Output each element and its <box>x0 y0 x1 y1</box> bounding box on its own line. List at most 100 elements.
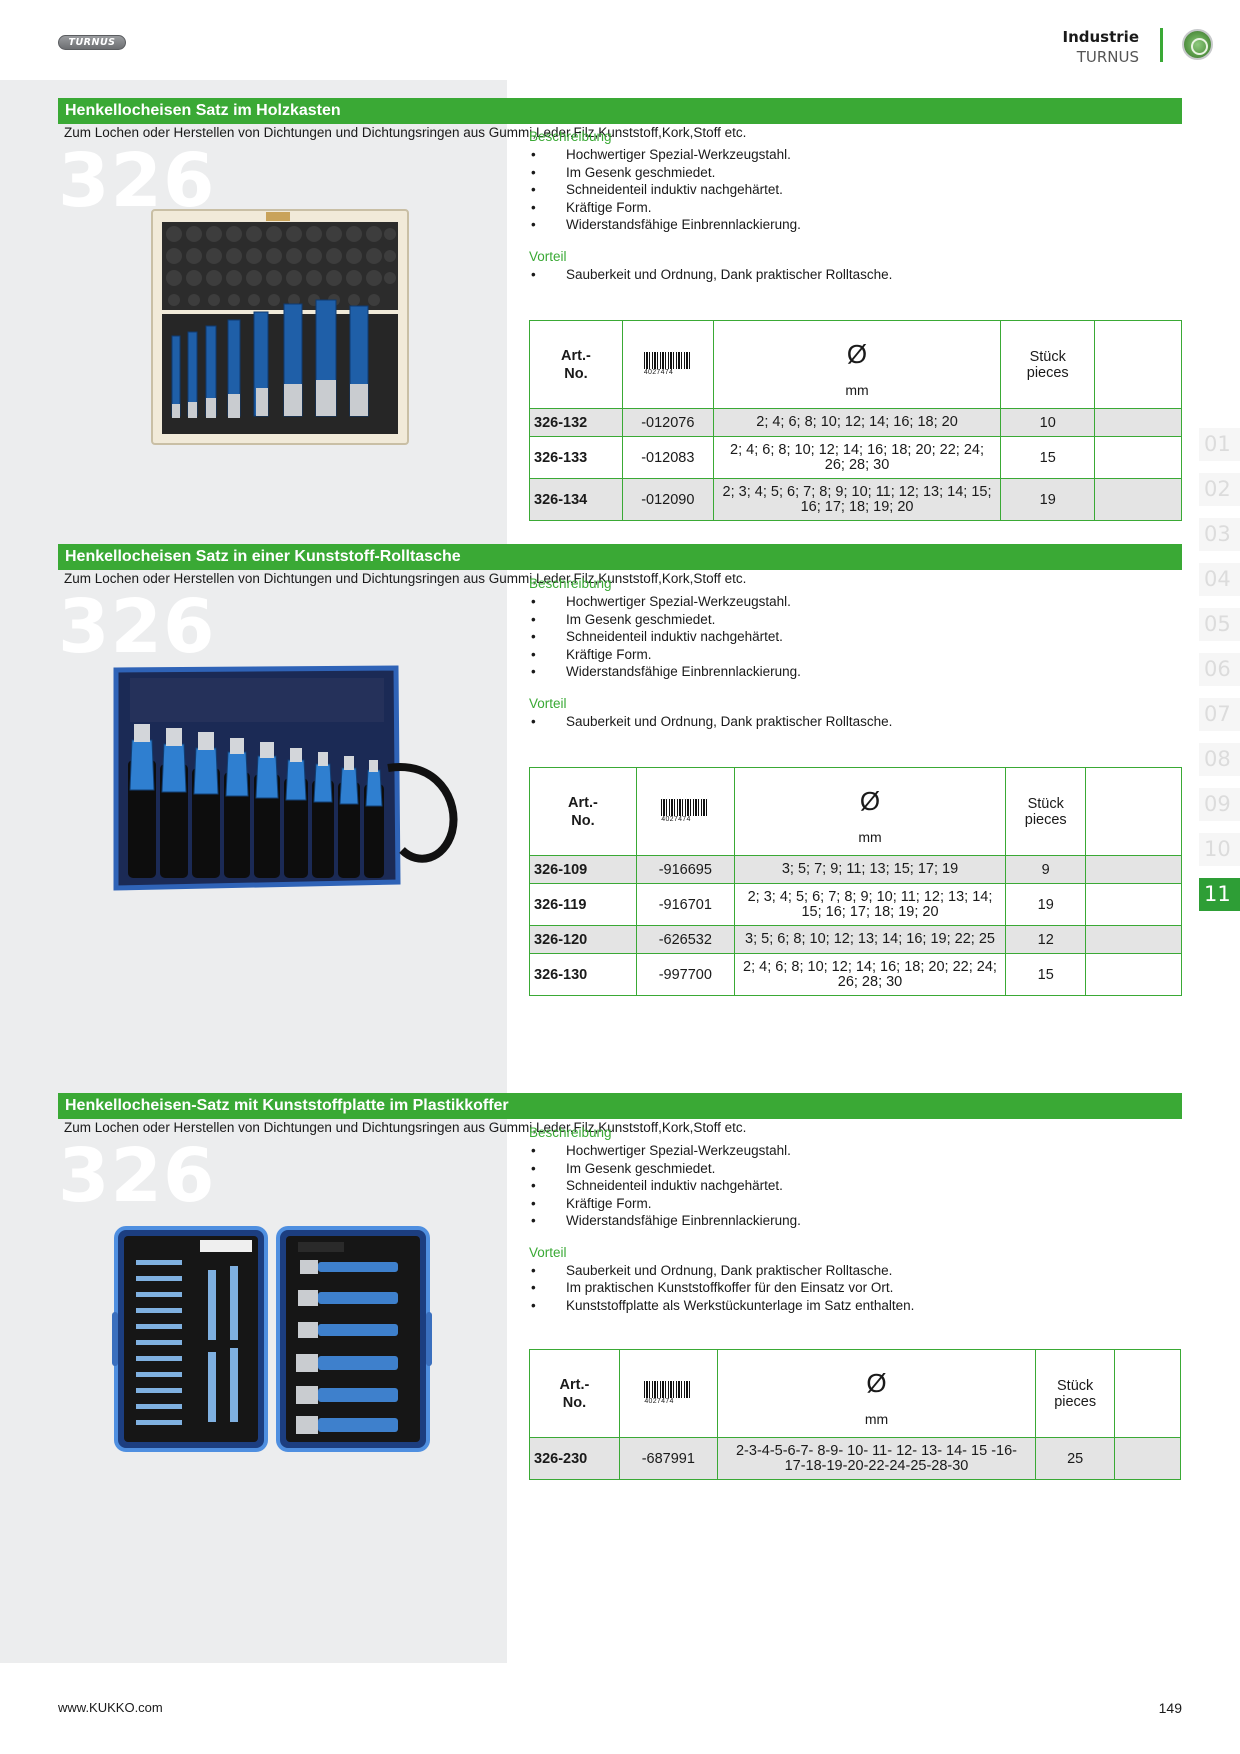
list-item: Sauberkeit und Ordnung, Dank praktischer… <box>529 1262 1129 1280</box>
list-item: Kräftige Form. <box>529 646 1129 664</box>
section-description: Zum Lochen oder Herstellen von Dichtunge… <box>64 125 747 140</box>
barcode-icon: 4027474 <box>643 351 692 376</box>
side-tab-11[interactable]: 11 <box>1199 878 1240 911</box>
list-item: Kräftige Form. <box>529 1195 1129 1213</box>
diameter-icon: Ø <box>846 339 868 369</box>
table-row: 326-133-012083 2; 4; 6; 8; 10; 12; 14; 1… <box>529 436 1182 479</box>
turnus-logo: TURNUS <box>58 35 126 50</box>
series-number: 326 <box>58 1133 216 1219</box>
side-tab-05[interactable]: 05 <box>1199 608 1240 641</box>
table-row: 326-119-916701 2; 3; 4; 5; 6; 7; 8; 9; 1… <box>529 883 1182 926</box>
table-row: 326-130-997700 2; 4; 6; 8; 10; 12; 14; 1… <box>529 953 1182 996</box>
beschreibung-label: Beschreibung <box>529 129 612 144</box>
header-empty <box>1114 1349 1181 1438</box>
side-tab-08[interactable]: 08 <box>1199 743 1240 776</box>
header-barcode: 4027474 <box>621 320 714 409</box>
footer-url[interactable]: www.KUKKO.com <box>58 1700 163 1715</box>
series-number: 326 <box>58 138 216 224</box>
list-item: Schneidenteil induktiv nachgehärtet. <box>529 1177 1129 1195</box>
side-tab-01[interactable]: 01 <box>1199 428 1240 461</box>
list-item: Im praktischen Kunststoffkoffer für den … <box>529 1279 1129 1297</box>
series-number: 326 <box>58 584 216 670</box>
header-barcode: 4027474 <box>618 1349 718 1438</box>
header-barcode: 4027474 <box>635 767 735 856</box>
header-divider <box>1160 28 1163 62</box>
vorteil-list: Sauberkeit und Ordnung, Dank praktischer… <box>529 713 1129 731</box>
list-item: Widerstandsfähige Einbrennlackierung. <box>529 663 1129 681</box>
header-brand: TURNUS <box>1076 48 1139 66</box>
info-block-1: Beschreibung Hochwertiger Spezial-Werkze… <box>529 128 1129 283</box>
barcode-icon: 4027474 <box>661 798 710 823</box>
diameter-icon: Ø <box>866 1368 887 1398</box>
list-item: Hochwertiger Spezial-Werkzeugstahl. <box>529 1142 1129 1160</box>
vorteil-label: Vorteil <box>529 1244 567 1260</box>
table-row: 326-230-687991 2-3-4-5-6-7- 8-9- 10- 11-… <box>529 1437 1181 1480</box>
wooden-case-product-image <box>151 209 409 445</box>
side-tab-09[interactable]: 09 <box>1199 788 1240 821</box>
side-tab-06[interactable]: 06 <box>1199 653 1240 686</box>
vorteil-label: Vorteil <box>529 248 567 264</box>
table-row: 326-109-916695 3; 5; 7; 9; 11; 13; 15; 1… <box>529 855 1182 884</box>
list-item: Schneidenteil induktiv nachgehärtet. <box>529 628 1129 646</box>
list-item: Hochwertiger Spezial-Werkzeugstahl. <box>529 593 1129 611</box>
page-number: 149 <box>1158 1700 1182 1716</box>
table-row: 326-132-012076 2; 4; 6; 8; 10; 12; 14; 1… <box>529 408 1182 437</box>
header-art-no: Art.-No. <box>529 320 623 409</box>
section-description: Zum Lochen oder Herstellen von Dichtunge… <box>64 571 747 586</box>
info-block-2: Beschreibung Hochwertiger Spezial-Werkze… <box>529 575 1129 730</box>
list-item: Widerstandsfähige Einbrennlackierung. <box>529 1212 1129 1230</box>
roll-bag-product-image <box>113 665 458 891</box>
section-description: Zum Lochen oder Herstellen von Dichtunge… <box>64 1120 747 1135</box>
section-title: Henkellocheisen Satz im Holzkasten <box>58 98 1182 124</box>
header-empty <box>1085 767 1182 856</box>
list-item: Schneidenteil induktiv nachgehärtet. <box>529 181 1129 199</box>
header-empty <box>1094 320 1182 409</box>
plastic-case-product-image <box>112 1226 432 1452</box>
beschreibung-list: Hochwertiger Spezial-Werkzeugstahl. Im G… <box>529 593 1129 681</box>
list-item: Sauberkeit und Ordnung, Dank praktischer… <box>529 713 1129 731</box>
list-item: Sauberkeit und Ordnung, Dank praktischer… <box>529 266 1129 284</box>
vorteil-list: Sauberkeit und Ordnung, Dank praktischer… <box>529 266 1129 284</box>
list-item: Im Gesenk geschmiedet. <box>529 1160 1129 1178</box>
header-art-no: Art.-No. <box>529 1349 620 1438</box>
info-block-3: Beschreibung Hochwertiger Spezial-Werkze… <box>529 1124 1129 1314</box>
beschreibung-label: Beschreibung <box>529 1125 612 1140</box>
side-tab-07[interactable]: 07 <box>1199 698 1240 731</box>
table-row: 326-134-012090 2; 3; 4; 5; 6; 7; 8; 9; 1… <box>529 478 1182 521</box>
list-item: Hochwertiger Spezial-Werkzeugstahl. <box>529 146 1129 164</box>
section-title: Henkellocheisen-Satz mit Kunststoffplatt… <box>58 1093 1182 1119</box>
brand-seal-icon <box>1182 29 1213 60</box>
barcode-icon: 4027474 <box>644 1380 693 1405</box>
list-item: Kunststoffplatte als Werkstückunterlage … <box>529 1297 1129 1315</box>
list-item: Kräftige Form. <box>529 199 1129 217</box>
beschreibung-list: Hochwertiger Spezial-Werkzeugstahl. Im G… <box>529 1142 1129 1230</box>
side-tab-02[interactable]: 02 <box>1199 473 1240 506</box>
header-art-no: Art.-No. <box>529 767 637 856</box>
section-title: Henkellocheisen Satz in einer Kunststoff… <box>58 544 1182 570</box>
side-tab-10[interactable]: 10 <box>1199 833 1240 866</box>
side-tab-04[interactable]: 04 <box>1199 563 1240 596</box>
header-category: Industrie <box>1062 28 1140 46</box>
list-item: Im Gesenk geschmiedet. <box>529 164 1129 182</box>
list-item: Im Gesenk geschmiedet. <box>529 611 1129 629</box>
vorteil-label: Vorteil <box>529 695 567 711</box>
side-tab-03[interactable]: 03 <box>1199 518 1240 551</box>
diameter-icon: Ø <box>859 786 881 816</box>
vorteil-list: Sauberkeit und Ordnung, Dank praktischer… <box>529 1262 1129 1315</box>
beschreibung-list: Hochwertiger Spezial-Werkzeugstahl. Im G… <box>529 146 1129 234</box>
beschreibung-label: Beschreibung <box>529 576 612 591</box>
table-row: 326-120-626532 3; 5; 6; 8; 10; 12; 13; 1… <box>529 925 1182 954</box>
list-item: Widerstandsfähige Einbrennlackierung. <box>529 216 1129 234</box>
